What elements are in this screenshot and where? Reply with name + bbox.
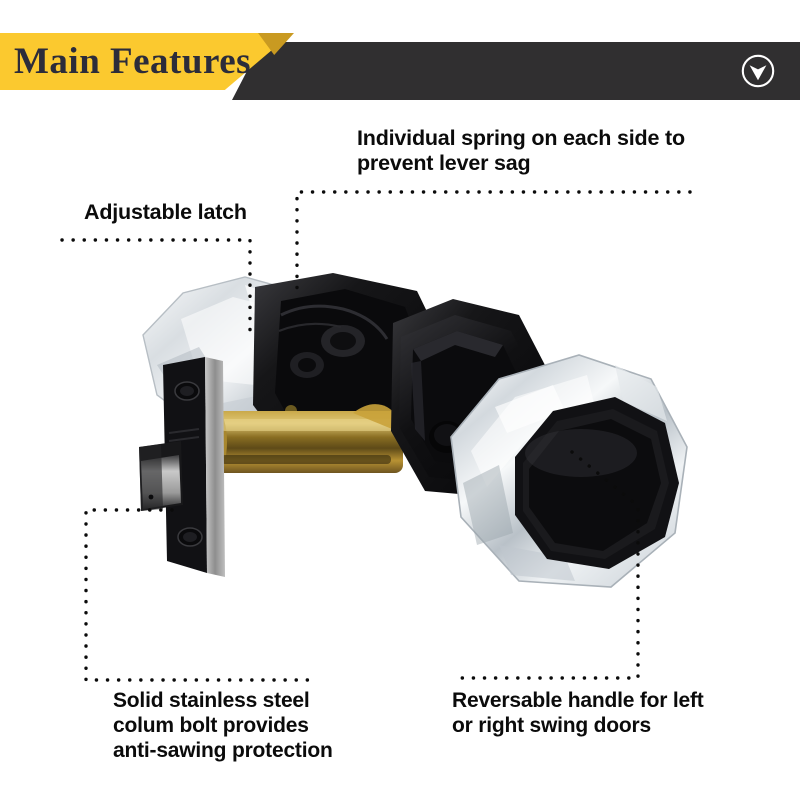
banner-dark-bar: [262, 42, 800, 100]
page-title: Main Features: [14, 41, 252, 82]
callout-line: Reversable handle for left: [452, 689, 704, 712]
callout-reversable-handle: Reversable handle for left or right swin…: [452, 688, 752, 738]
callout-line: Individual spring on each side to: [357, 126, 685, 150]
callout-individual-spring: Individual spring on each side to preven…: [357, 126, 737, 176]
callout-adjustable-latch: Adjustable latch: [84, 200, 344, 225]
callout-line: Solid stainless steel: [113, 689, 310, 712]
callout-line: or right swing doors: [452, 714, 651, 737]
callout-line: prevent lever sag: [357, 151, 531, 175]
chevron-down-circle-icon: [740, 53, 776, 89]
callout-colum-bolt: Solid stainless steel colum bolt provide…: [113, 688, 403, 763]
callout-line: Adjustable latch: [84, 200, 247, 224]
product-image: [95, 215, 695, 635]
brass-column-bolt: [207, 404, 403, 473]
callout-line: anti-sawing protection: [113, 739, 333, 762]
header-banner: Main Features: [0, 0, 800, 110]
callout-line: colum bolt provides: [113, 714, 309, 737]
adjustable-latch-plate: [139, 357, 225, 577]
